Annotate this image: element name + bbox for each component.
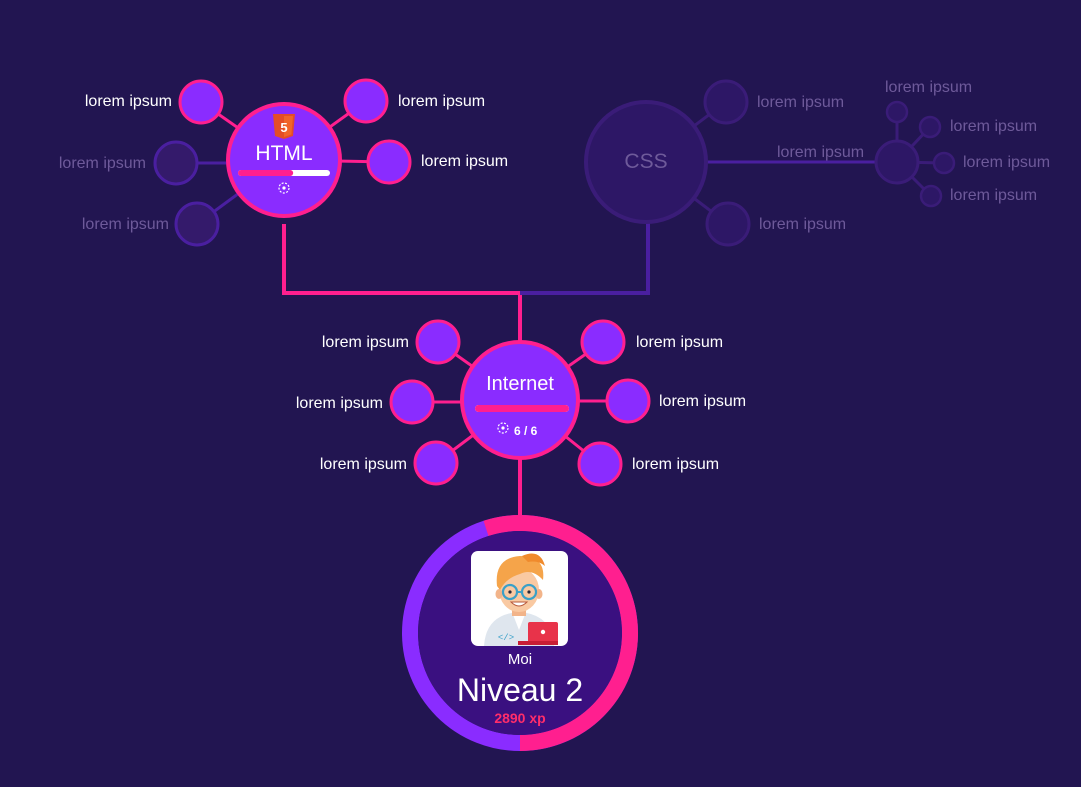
css-sub-node-locked[interactable]	[919, 184, 943, 208]
css-node-title: CSS	[624, 150, 668, 173]
html-child-node-locked[interactable]	[153, 140, 199, 186]
css-sub-hub-node-locked[interactable]	[874, 139, 920, 185]
css-child-node-locked[interactable]	[705, 201, 751, 247]
css-sub-label-locked: lorem ipsum	[950, 187, 1038, 204]
html-child-node[interactable]	[366, 139, 412, 185]
internet-child-node[interactable]	[413, 440, 459, 486]
css-child-label-locked: lorem ipsum	[777, 144, 865, 161]
html-child-label: lorem ipsum	[398, 93, 486, 110]
html-node[interactable]	[226, 102, 342, 218]
html5-icon: 5	[273, 114, 295, 139]
profile-level: Niveau 2	[456, 672, 584, 708]
internet-child-label: lorem ipsum	[636, 334, 724, 351]
internet-node[interactable]	[460, 340, 580, 460]
css-sub-node-locked[interactable]	[932, 151, 956, 175]
html-child-label: lorem ipsum	[84, 93, 172, 110]
html-child-label: lorem ipsum	[421, 153, 509, 170]
profile-xp: 2890 xp	[494, 710, 546, 726]
internet-child-label: lorem ipsum	[319, 456, 407, 473]
connector-html-internet	[282, 224, 522, 345]
css-sub-label-locked: lorem ipsum	[950, 118, 1038, 135]
svg-text:5: 5	[280, 120, 287, 135]
css-child-node-locked[interactable]	[703, 79, 749, 125]
html-child-label-locked: lorem ipsum	[81, 216, 169, 233]
html-child-node[interactable]	[343, 78, 389, 124]
html-child-node-locked[interactable]	[174, 201, 220, 247]
html-child-node[interactable]	[178, 79, 224, 125]
internet-child-node[interactable]	[415, 319, 461, 365]
css-sub-label-locked: lorem ipsum	[885, 79, 973, 96]
profile-name: Moi	[507, 651, 533, 668]
internet-node-title: Internet	[486, 373, 554, 395]
internet-node-count: 6 / 6	[514, 424, 538, 438]
internet-child-label: lorem ipsum	[295, 395, 383, 412]
internet-child-label: lorem ipsum	[321, 334, 409, 351]
internet-child-node[interactable]	[580, 319, 626, 365]
avatar[interactable]: </>	[471, 551, 568, 646]
connector-css-internet	[520, 220, 650, 295]
internet-progress-fill	[475, 405, 569, 412]
html-child-label-locked: lorem ipsum	[58, 155, 146, 172]
internet-child-node[interactable]	[577, 441, 623, 487]
css-node-locked[interactable]	[584, 100, 708, 224]
profile-level-progress	[483, 515, 638, 751]
internet-child-node[interactable]	[605, 378, 651, 424]
html-node-title: HTML	[255, 142, 313, 165]
internet-child-label: lorem ipsum	[632, 456, 720, 473]
css-sub-node-locked[interactable]	[918, 115, 942, 139]
css-sub-label-locked: lorem ipsum	[963, 154, 1051, 171]
target-icon	[278, 182, 290, 194]
internet-child-node[interactable]	[389, 379, 435, 425]
html-progress-fill	[238, 170, 294, 176]
svg-text:</>: </>	[498, 633, 514, 643]
target-icon	[497, 422, 509, 434]
internet-child-label: lorem ipsum	[659, 393, 747, 410]
css-child-label-locked: lorem ipsum	[759, 216, 847, 233]
css-child-label-locked: lorem ipsum	[757, 94, 845, 111]
css-sub-node-locked[interactable]	[885, 100, 909, 124]
